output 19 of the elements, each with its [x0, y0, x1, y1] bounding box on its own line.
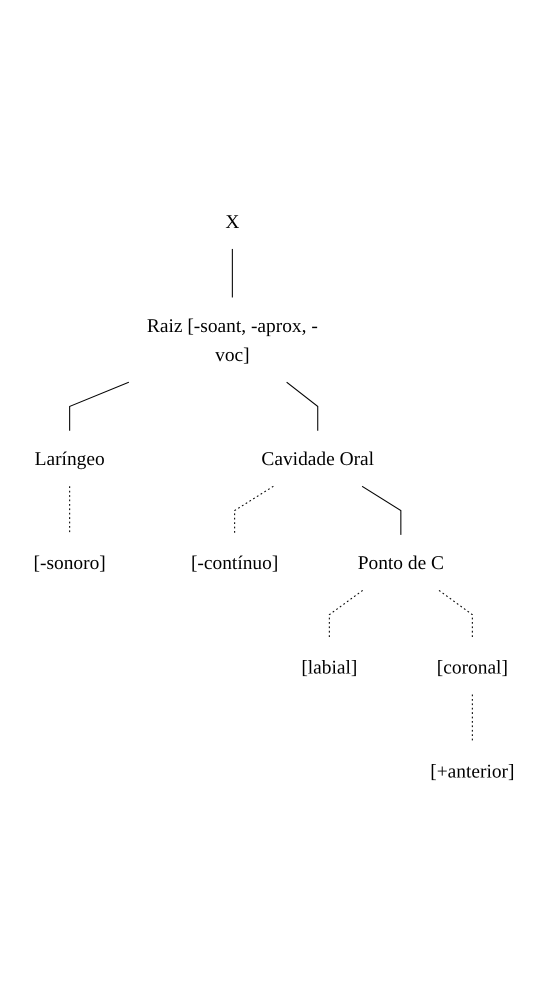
node-text: Ponto de C: [358, 552, 444, 574]
connector: [438, 590, 473, 639]
connector: [234, 486, 274, 535]
connector: [232, 248, 233, 298]
node-text: X: [225, 210, 240, 232]
node-text: Laríngeo: [34, 447, 105, 470]
connector: [328, 590, 363, 639]
node-text: Cavidade Oral: [261, 447, 374, 470]
connector: [69, 382, 130, 431]
node-text: [-contínuo]: [190, 552, 278, 574]
node-text: [-sonoro]: [34, 552, 106, 574]
node-text: Raiz [-soant, -aprox, -voc]: [146, 314, 318, 366]
node-text: [labial]: [301, 656, 358, 678]
node-text: [coronal]: [436, 656, 508, 678]
connector: [286, 382, 318, 431]
connector: [362, 486, 402, 535]
connector: [472, 694, 473, 744]
node-text: [+anterior]: [430, 760, 514, 782]
connector: [69, 486, 70, 535]
